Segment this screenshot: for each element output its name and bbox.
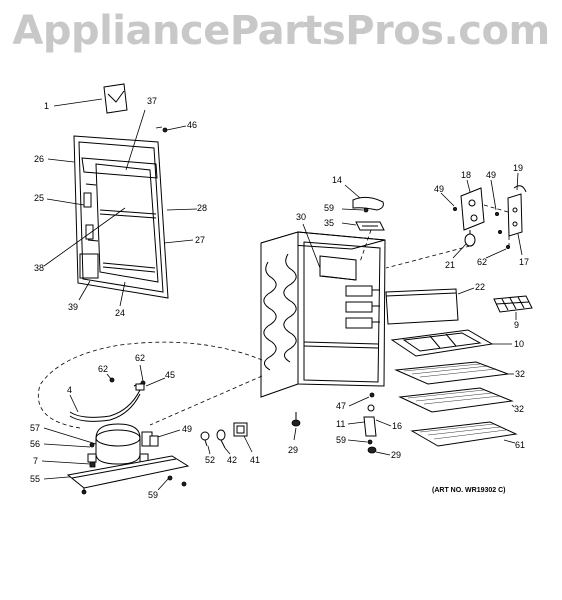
callout-18[interactable]: 18	[461, 170, 471, 180]
thermostat-knob-part[interactable]	[352, 196, 384, 211]
callout-62b[interactable]: 62	[98, 364, 108, 374]
wire-shelf-lower-part[interactable]	[398, 387, 514, 413]
site-watermark: AppliancePartsPros.com	[12, 8, 550, 54]
callout-1[interactable]: 1	[44, 101, 49, 111]
callout-17[interactable]: 17	[519, 257, 529, 267]
drip-tray-part[interactable]	[390, 329, 494, 357]
callout-16[interactable]: 16	[392, 421, 402, 431]
wire-shelf-upper-part[interactable]	[394, 361, 509, 385]
callout-32b[interactable]: 32	[514, 404, 524, 414]
cabinet-part[interactable]	[260, 231, 386, 398]
callout-62a[interactable]: 62	[477, 257, 487, 267]
callout-10[interactable]: 10	[514, 339, 524, 349]
callout-27[interactable]: 27	[195, 235, 205, 245]
power-cord-part[interactable]	[69, 383, 143, 422]
control-housing-part[interactable]	[355, 221, 385, 231]
door-screw-part[interactable]	[162, 125, 187, 133]
hinge-screws-part[interactable]	[452, 206, 510, 249]
callout-7[interactable]: 7	[33, 456, 38, 466]
callout-30[interactable]: 30	[296, 212, 306, 222]
callout-46[interactable]: 46	[187, 120, 197, 130]
callout-25[interactable]: 25	[34, 193, 44, 203]
callout-35[interactable]: 35	[324, 218, 334, 228]
compressor-part[interactable]	[87, 423, 149, 465]
callout-19[interactable]: 19	[513, 163, 523, 173]
crisper-cover-part[interactable]	[410, 421, 518, 447]
callout-39[interactable]: 39	[68, 302, 78, 312]
leveling-leg-rear-part[interactable]	[291, 412, 301, 427]
compressor-relay-part[interactable]	[141, 431, 159, 447]
callout-37[interactable]: 37	[147, 96, 157, 106]
callout-26[interactable]: 26	[34, 154, 44, 164]
callout-38[interactable]: 38	[34, 263, 44, 273]
callout-47[interactable]: 47	[336, 401, 346, 411]
callout-28[interactable]: 28	[197, 203, 207, 213]
callout-56[interactable]: 56	[30, 439, 40, 449]
manual-card-part[interactable]	[103, 83, 128, 114]
callout-41[interactable]: 41	[250, 455, 260, 465]
hinge-pin-part[interactable]	[507, 185, 527, 237]
callout-62c[interactable]: 62	[135, 353, 145, 363]
callout-14[interactable]: 14	[332, 175, 342, 185]
door-shelf-rail-part[interactable]	[79, 253, 99, 279]
callout-57[interactable]: 57	[30, 423, 40, 433]
base-plate-part[interactable]	[66, 455, 190, 495]
callout-29b[interactable]: 29	[391, 450, 401, 460]
capacitor-part[interactable]	[216, 429, 226, 449]
callout-59c[interactable]: 59	[148, 490, 158, 500]
callout-22[interactable]: 22	[475, 282, 485, 292]
callout-24[interactable]: 24	[115, 308, 125, 318]
start-relay-part[interactable]	[233, 422, 248, 437]
callout-4[interactable]: 4	[67, 385, 72, 395]
callout-21[interactable]: 21	[445, 260, 455, 270]
callout-11[interactable]: 11	[336, 419, 345, 429]
callout-45[interactable]: 45	[165, 370, 175, 380]
callout-9[interactable]: 9	[514, 320, 519, 330]
door-assembly-part[interactable]	[73, 135, 169, 299]
callout-59b[interactable]: 59	[336, 435, 346, 445]
callout-29a[interactable]: 29	[288, 445, 298, 455]
freezer-door-part[interactable]	[385, 288, 459, 325]
evaporator-part[interactable]	[345, 285, 380, 329]
art-number-label: (ART NO. WR19302 C)	[432, 487, 506, 494]
callout-49a[interactable]: 49	[434, 184, 444, 194]
callout-59a[interactable]: 59	[324, 203, 334, 213]
overload-relay-part[interactable]	[109, 377, 146, 391]
callout-42[interactable]: 42	[227, 455, 237, 465]
hinge-bracket-part[interactable]	[460, 187, 485, 247]
control-screw-part[interactable]	[363, 207, 369, 213]
thermostat-sensor-part[interactable]	[200, 431, 210, 447]
callout-61[interactable]: 61	[515, 440, 525, 450]
ice-cube-tray-part[interactable]	[493, 295, 533, 313]
callout-32a[interactable]: 32	[515, 369, 525, 379]
callout-49b[interactable]: 49	[486, 170, 496, 180]
callout-49c[interactable]: 49	[182, 424, 192, 434]
hinge-bottom-part[interactable]	[363, 392, 377, 454]
callout-55[interactable]: 55	[30, 474, 40, 484]
callout-52[interactable]: 52	[205, 455, 215, 465]
